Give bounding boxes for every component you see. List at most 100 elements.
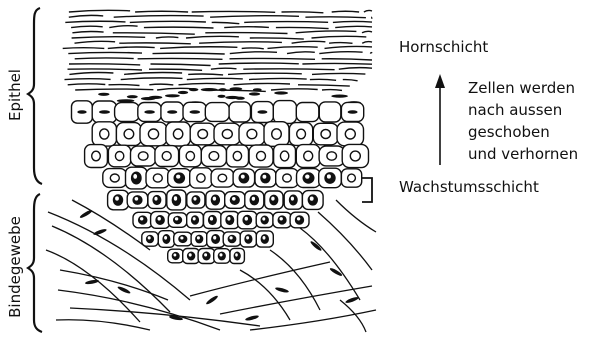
cell-nucleus	[190, 110, 201, 114]
connective-fibre	[336, 200, 376, 232]
horn-stroke	[109, 26, 137, 28]
flattened-cell	[141, 97, 156, 100]
nucleolus	[271, 197, 274, 201]
horn-stroke	[302, 63, 372, 64]
nucleolus	[297, 217, 300, 220]
horn-stroke	[153, 53, 225, 54]
nucleolus	[140, 217, 143, 220]
horn-stroke	[250, 38, 304, 39]
cell-layers	[72, 101, 369, 264]
nucleolus	[213, 236, 216, 240]
horn-stroke	[186, 36, 239, 38]
horn-stroke	[292, 41, 326, 43]
nucleolus	[210, 217, 213, 221]
nucleolus	[310, 197, 314, 201]
horn-stroke	[69, 10, 130, 12]
connective-cell	[245, 314, 259, 321]
flattened-cell	[189, 88, 198, 91]
horn-stroke	[72, 37, 146, 38]
horn-stroke	[282, 12, 324, 13]
horn-stroke	[149, 84, 173, 85]
horn-stroke	[332, 11, 359, 12]
flattened-cell	[98, 93, 109, 96]
cell-nucleus	[186, 152, 194, 161]
horn-stroke	[121, 78, 183, 80]
cell-nucleus	[198, 130, 208, 139]
cell-nucleus	[283, 174, 292, 182]
connective-fibre	[58, 290, 220, 330]
horn-stroke	[124, 72, 182, 74]
bindegewebe-bracket	[28, 194, 42, 332]
cell-nucleus	[124, 129, 134, 139]
horn-stroke	[210, 16, 299, 17]
horn-stroke	[322, 59, 372, 60]
horn-stroke	[75, 58, 134, 59]
nucleolus	[241, 175, 245, 179]
nucleolus	[263, 175, 267, 179]
nucleolus	[164, 236, 167, 240]
nucleolus	[305, 175, 309, 179]
horn-stroke	[333, 21, 372, 22]
hornschicht-label: Hornschicht	[399, 38, 488, 57]
horn-stroke	[319, 52, 362, 54]
horn-stroke	[325, 46, 373, 48]
horn-stroke	[151, 64, 211, 66]
horn-stroke	[339, 68, 372, 70]
nucleolus	[197, 236, 200, 239]
horn-stroke	[119, 43, 191, 44]
nucleolus	[280, 217, 283, 220]
flattened-cell	[218, 95, 226, 98]
cell-nucleus	[257, 110, 267, 114]
cell	[205, 103, 229, 122]
nucleolus	[235, 253, 238, 256]
cell-nucleus	[92, 151, 101, 161]
nucleolus	[115, 196, 119, 200]
cell-nucleus	[327, 152, 337, 160]
horn-stroke	[371, 17, 372, 19]
nucleolus	[148, 236, 151, 239]
flattened-cell	[274, 91, 288, 94]
nucleolus	[262, 217, 265, 220]
flattened-cell	[225, 96, 239, 99]
cell-nucleus	[348, 110, 358, 114]
horn-stroke	[276, 27, 329, 28]
horn-stroke	[144, 27, 214, 28]
flattened-cell	[249, 92, 260, 95]
horn-stroke	[63, 48, 105, 49]
cell-nucleus	[153, 174, 162, 182]
horn-stroke	[310, 79, 336, 80]
horn-stroke	[65, 21, 125, 22]
horn-stroke	[249, 78, 307, 79]
cell-nucleus	[144, 110, 155, 114]
connective-fibre	[318, 212, 372, 270]
horn-stroke	[211, 68, 237, 69]
cell-nucleus	[167, 110, 177, 114]
epithel-label: Epithel	[6, 60, 24, 130]
cell-nucleus	[110, 174, 119, 182]
flattened-cell	[178, 91, 188, 94]
horn-stroke	[69, 72, 113, 74]
horn-stroke	[199, 42, 282, 43]
nucleolus	[213, 197, 216, 201]
cell	[296, 103, 319, 122]
cell-nucleus	[77, 110, 86, 114]
cell-nucleus	[148, 129, 158, 139]
cell-nucleus	[218, 174, 227, 182]
cell-nucleus	[247, 129, 257, 138]
connective-cell	[275, 286, 289, 293]
horn-stroke	[230, 52, 277, 54]
cell-nucleus	[348, 174, 356, 182]
flattened-cell	[201, 88, 218, 91]
nucleolus	[263, 236, 266, 240]
horn-stroke	[68, 84, 106, 85]
horn-stroke	[228, 73, 302, 74]
connective-cell	[205, 295, 219, 306]
horn-stroke	[364, 10, 372, 12]
connective-fibre	[250, 310, 376, 330]
horn-stroke	[219, 63, 299, 64]
flattened-cell	[165, 94, 180, 97]
horn-stroke	[312, 73, 365, 74]
nucleolus	[327, 174, 331, 178]
horn-stroke	[69, 64, 140, 65]
